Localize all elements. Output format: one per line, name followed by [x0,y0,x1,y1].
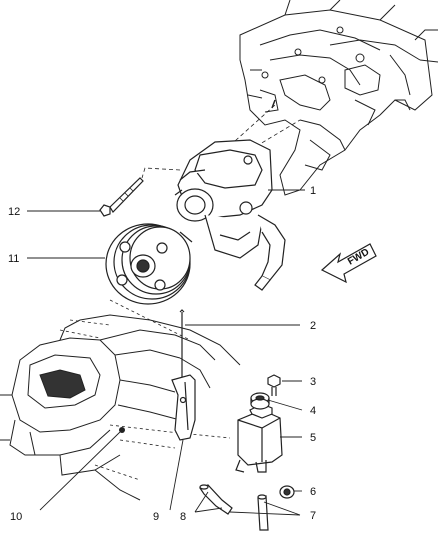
callout-leaders [27,189,305,516]
mounting-bolt [99,177,144,217]
pulley [105,223,193,305]
callout-7: 7 [310,510,316,522]
engine-block-illustration [239,0,438,196]
hose-routing-dashes [59,299,231,481]
power-steering-pump [174,139,286,291]
callout-12: 12 [8,206,20,218]
frame-bolt [119,427,125,433]
callout-labels: 1 2 3 4 5 6 7 8 9 10 11 12 [8,185,316,523]
callout-2: 2 [310,320,316,332]
callout-3: 3 [310,376,316,388]
callout-10: 10 [10,511,22,523]
callout-6: 6 [310,486,316,498]
callout-4: 4 [310,405,316,417]
forward-direction-arrow: FWD [320,243,377,284]
callout-11: 11 [8,253,19,265]
reservoir-screw [267,374,281,396]
reservoir-bracket [171,374,196,441]
callout-8: 8 [180,511,186,523]
hose-clamp-nut [279,485,295,499]
lower-engine-illustration [0,314,241,501]
callout-9: 9 [153,511,159,523]
fluid-reservoir [235,403,283,473]
hose-return [199,484,233,515]
callout-5: 5 [310,432,316,444]
reservoir-cap [250,392,270,410]
hose-supply [257,494,269,531]
callout-1: 1 [310,185,316,197]
